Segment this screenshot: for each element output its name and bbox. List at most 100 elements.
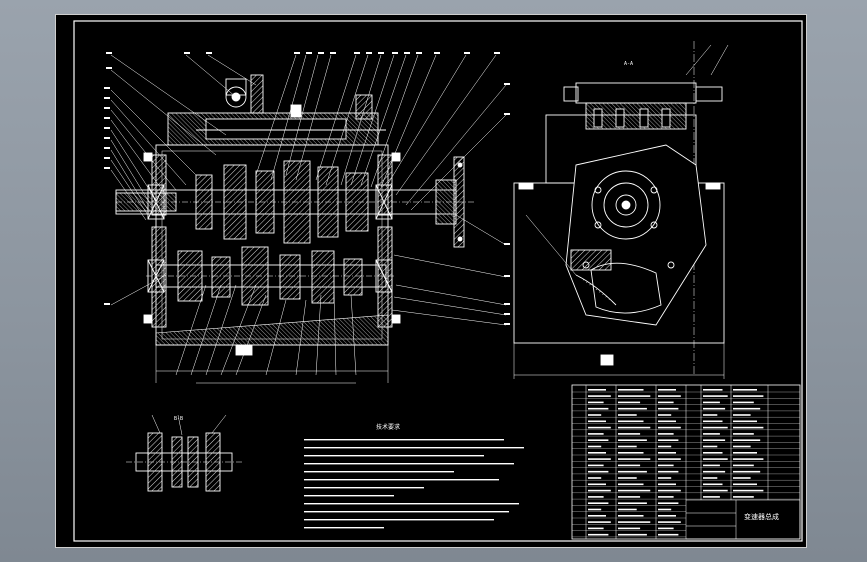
- table-cell-text: [733, 489, 764, 492]
- table-cell-text: [618, 407, 647, 410]
- title-block: [685, 499, 801, 540]
- table-cell-text: [588, 533, 609, 536]
- tech-heading: 技术要求: [376, 423, 400, 431]
- table-cell-text: [703, 395, 728, 397]
- table-cell-text: [588, 389, 606, 391]
- table-cell-text: [618, 426, 651, 429]
- table-cell-text: [588, 508, 602, 511]
- table-cell-text: [588, 470, 609, 473]
- leader-lines: [110, 54, 507, 376]
- table-cell-text: [658, 414, 672, 416]
- table-cell-text: [703, 452, 723, 454]
- table-cell-text: [658, 515, 676, 517]
- table-cell-text: [658, 433, 674, 435]
- table-cell-text: [618, 483, 644, 486]
- table-cell-text: [618, 527, 641, 530]
- table-cell-text: [618, 521, 651, 523]
- table-cell-text: [733, 470, 761, 473]
- table-cell-text: [703, 433, 720, 435]
- parts-list-rows: [572, 389, 800, 538]
- table-cell-text: [588, 452, 606, 454]
- table-cell-text: [733, 401, 754, 404]
- table-cell-text: [588, 401, 604, 404]
- table-cell-text: [618, 470, 647, 473]
- table-cell-text: [703, 458, 728, 460]
- table-cell-text: [658, 470, 679, 473]
- table-cell-text: [588, 477, 602, 479]
- table-cell-text: [618, 533, 647, 536]
- table-cell-text: [588, 489, 611, 492]
- side-view: A-A: [513, 41, 729, 379]
- table-cell-text: [618, 414, 637, 416]
- table-cell-text: [618, 433, 641, 435]
- table-cell-text: [588, 433, 604, 435]
- table-cell-text: [618, 401, 641, 404]
- table-cell-text: [733, 496, 754, 498]
- table-cell-text: [588, 420, 606, 423]
- table-cell-text: [703, 426, 728, 429]
- table-cell-text: [733, 445, 751, 448]
- cad-drawing: A-A B-B: [73, 20, 803, 542]
- table-cell-text: [658, 496, 674, 498]
- table-cell-text: [618, 489, 651, 492]
- table-cell-text: [658, 458, 681, 460]
- table-cell-text: [703, 470, 726, 473]
- table-cell-text: [588, 521, 611, 523]
- table-cell-text: [588, 515, 606, 517]
- table-cell-text: [703, 401, 720, 404]
- table-cell-text: [588, 458, 611, 460]
- table-cell-text: [658, 527, 674, 530]
- table-cell-text: [618, 452, 644, 454]
- table-cell-text: [588, 407, 609, 410]
- table-cell-text: [703, 483, 723, 486]
- table-cell-text: [658, 464, 674, 467]
- table-cell-text: [658, 439, 679, 441]
- table-cell-text: [658, 502, 679, 504]
- table-cell-text: [703, 464, 720, 467]
- table-cell-text: [733, 407, 761, 410]
- table-cell-text: [618, 508, 637, 511]
- table-cell-text: [618, 395, 651, 397]
- table-cell-text: [658, 420, 676, 423]
- table-cell-text: [618, 464, 641, 467]
- table-cell-text: [618, 445, 637, 448]
- table-cell-text: [733, 464, 754, 467]
- table-cell-text: [703, 420, 723, 423]
- table-cell-text: [703, 445, 718, 448]
- table-cell-text: [658, 533, 679, 536]
- table-cell-text: [658, 445, 672, 448]
- table-cell-text: [703, 496, 720, 498]
- table-cell-text: [618, 439, 647, 441]
- table-cell-text: [658, 452, 676, 454]
- table-cell-text: [658, 477, 672, 479]
- table-cell-text: [733, 452, 757, 454]
- table-cell-text: [703, 439, 726, 441]
- table-cell-text: [588, 426, 611, 429]
- table-cell-text: [703, 489, 728, 492]
- table-cell-text: [703, 389, 723, 391]
- table-cell-text: [618, 458, 651, 460]
- table-cell-text: [588, 496, 604, 498]
- table-cell-text: [733, 433, 754, 435]
- table-cell-text: [658, 508, 672, 511]
- technical-requirements: 技术要求: [304, 423, 524, 529]
- detail-view: B-B: [126, 414, 242, 492]
- table-cell-text: [658, 401, 674, 404]
- table-cell-text: [703, 414, 718, 416]
- table-cell-text: [733, 395, 764, 397]
- table-cell-text: [588, 414, 602, 416]
- table-cell-text: [658, 426, 681, 429]
- table-cell-text: [588, 439, 609, 441]
- table-cell-text: [588, 464, 604, 467]
- table-cell-text: [733, 458, 764, 460]
- table-cell-text: [618, 389, 644, 391]
- title-block-name: 变速器总成: [744, 512, 779, 521]
- table-cell-text: [703, 477, 718, 479]
- table-cell-text: [588, 527, 604, 530]
- table-cell-text: [733, 426, 764, 429]
- table-cell-text: [588, 483, 606, 486]
- table-cell-text: [658, 489, 681, 492]
- table-cell-text: [733, 477, 751, 479]
- table-cell-text: [733, 389, 757, 391]
- side-view-label: A-A: [624, 61, 633, 67]
